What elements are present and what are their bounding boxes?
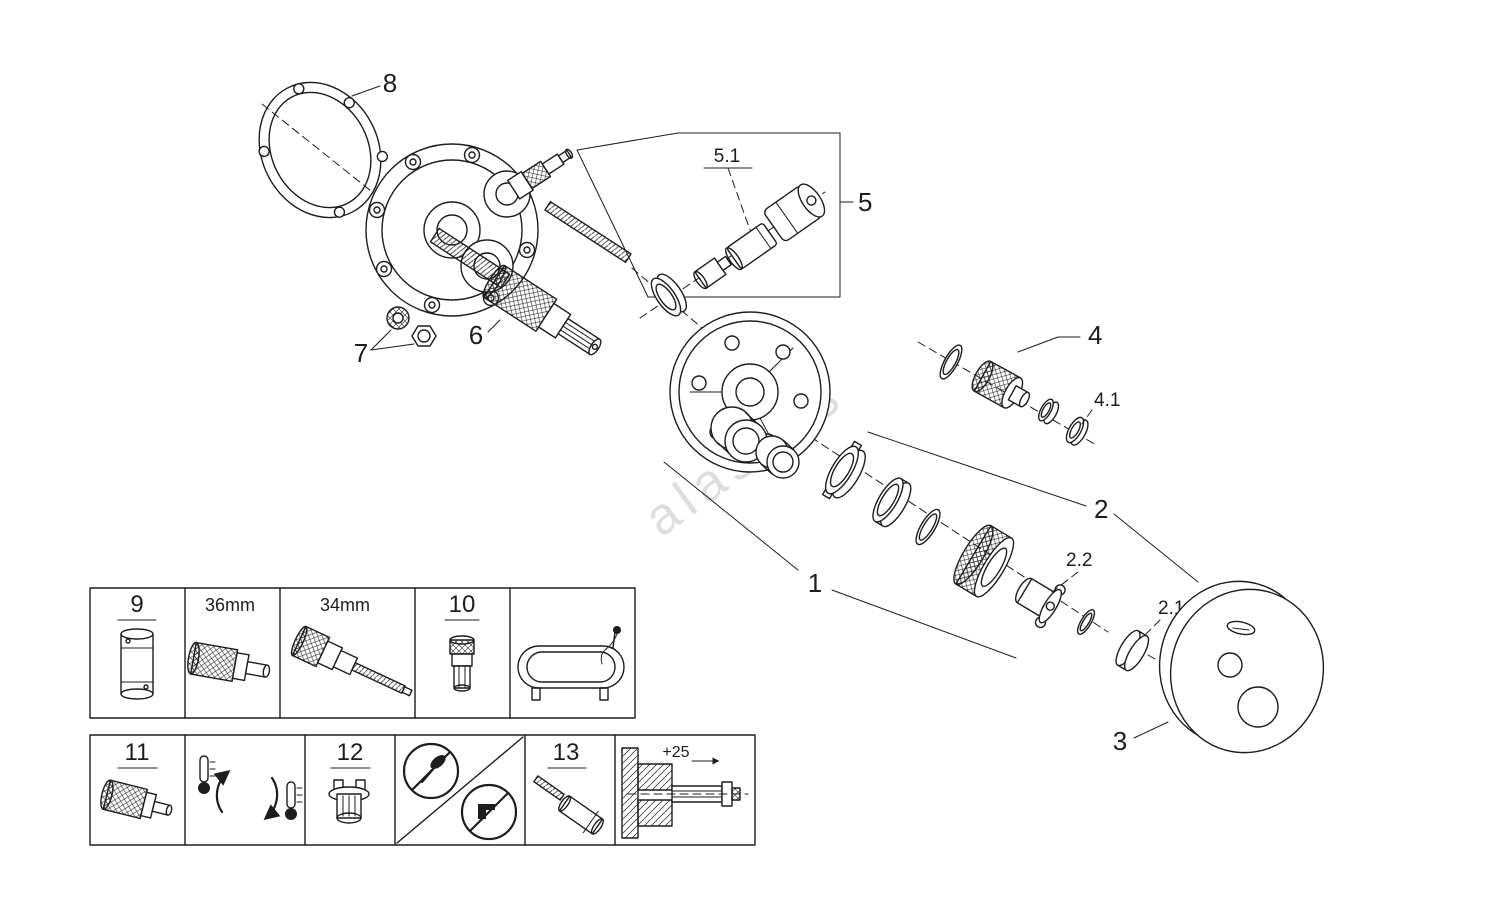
part-4-knurled bbox=[971, 360, 1031, 409]
legend-label-13: 13 bbox=[553, 739, 580, 766]
part-2-2-ring bbox=[1076, 609, 1096, 635]
legend-label-9: 9 bbox=[130, 591, 143, 618]
part-2-knurled-nut bbox=[953, 524, 1015, 598]
callout-5-1: 5.1 bbox=[714, 146, 740, 167]
leader-7b bbox=[370, 343, 415, 351]
part-4-1-disc bbox=[1065, 416, 1089, 446]
legend-box-extension: +25 bbox=[621, 744, 749, 839]
mounting-plate bbox=[669, 311, 831, 479]
part-2-lugring bbox=[821, 440, 866, 500]
bracket-2a bbox=[867, 431, 1087, 507]
legend-box-34mm: 34mm bbox=[290, 595, 413, 697]
part-5d-ring bbox=[650, 273, 688, 317]
leader-2-2 bbox=[1051, 571, 1079, 593]
flange-screws bbox=[368, 146, 536, 314]
part-2-oring bbox=[915, 508, 941, 546]
bracket-2b bbox=[1113, 513, 1199, 583]
legend-label-36mm: 36mm bbox=[205, 595, 255, 615]
part-8-gasket bbox=[258, 81, 389, 219]
thermostat-spindle bbox=[507, 148, 574, 200]
leader-4-1 bbox=[1081, 409, 1093, 425]
legend-label-10: 10 bbox=[449, 591, 476, 618]
button-hole-large bbox=[1237, 686, 1279, 728]
thermometer-hot-icon bbox=[285, 781, 303, 820]
callout-5: 5 bbox=[858, 187, 872, 217]
legend-box-9: 9 bbox=[117, 591, 157, 700]
legend-row-2: 11 bbox=[89, 734, 756, 846]
rotate-arrow-right bbox=[263, 776, 281, 820]
legend-box-13: 13 bbox=[533, 739, 604, 835]
button-hole-small bbox=[1217, 652, 1243, 678]
leader-6 bbox=[487, 319, 501, 333]
plate-pipe-2 bbox=[755, 435, 800, 479]
callout-3: 3 bbox=[1113, 726, 1127, 756]
extension-dimension-label: +25 bbox=[662, 744, 689, 761]
legend-box-10: 10 bbox=[444, 591, 480, 692]
bracket-4 bbox=[1017, 336, 1081, 353]
bathtub-rim bbox=[517, 645, 625, 689]
legend-label-34mm: 34mm bbox=[320, 595, 370, 615]
part-5c-knob bbox=[693, 255, 732, 290]
legend-box-36mm: 36mm bbox=[187, 595, 271, 683]
leader-7a bbox=[370, 329, 392, 351]
callout-6: 6 bbox=[469, 320, 483, 350]
callout-4-1: 4.1 bbox=[1094, 390, 1120, 411]
rotate-arrow-left bbox=[213, 770, 231, 814]
plate-pipe-1 bbox=[710, 406, 768, 463]
leader-8 bbox=[351, 85, 381, 97]
bracket-1a bbox=[663, 461, 799, 571]
threaded-rod-upper bbox=[544, 200, 632, 264]
part-4-ribbed-ring bbox=[1038, 398, 1060, 425]
part-7-plugs bbox=[386, 306, 437, 347]
part-2-2-cross bbox=[1015, 577, 1066, 629]
part-3-escutcheon bbox=[1158, 580, 1325, 754]
part-4-ring bbox=[939, 344, 963, 380]
legend-box-bathtub bbox=[517, 626, 625, 701]
part-2-ring bbox=[872, 477, 912, 528]
legend-box-temperature bbox=[198, 755, 303, 820]
no-tub-spout-icon bbox=[460, 783, 518, 841]
callout-4: 4 bbox=[1088, 320, 1102, 350]
brand-logo-oval bbox=[1226, 620, 1256, 636]
legend-box-11: 11 bbox=[100, 739, 173, 820]
legend-box-prohibited bbox=[396, 736, 524, 844]
callout-1: 1 bbox=[808, 568, 822, 598]
callout-7: 7 bbox=[354, 338, 368, 368]
part-5a-piece bbox=[764, 183, 826, 242]
legend-label-11: 11 bbox=[125, 739, 150, 766]
part-6-cartridge bbox=[482, 264, 602, 356]
leader-2-1 bbox=[1141, 619, 1161, 639]
callout-8: 8 bbox=[383, 68, 397, 98]
no-hand-shower-icon bbox=[402, 742, 460, 800]
legend-label-12: 12 bbox=[337, 739, 364, 766]
legend-row-1: 9 36mm bbox=[89, 587, 636, 719]
leader-3 bbox=[1133, 721, 1169, 739]
thermometer-cold-icon bbox=[198, 755, 216, 794]
part-2-1-cap bbox=[1115, 629, 1150, 672]
callout-2-2: 2.2 bbox=[1066, 550, 1092, 571]
part-5b-cylinder bbox=[724, 223, 777, 271]
bracket-1b bbox=[831, 589, 1017, 659]
callout-2: 2 bbox=[1094, 494, 1108, 524]
legend-box-12: 12 bbox=[328, 739, 371, 824]
